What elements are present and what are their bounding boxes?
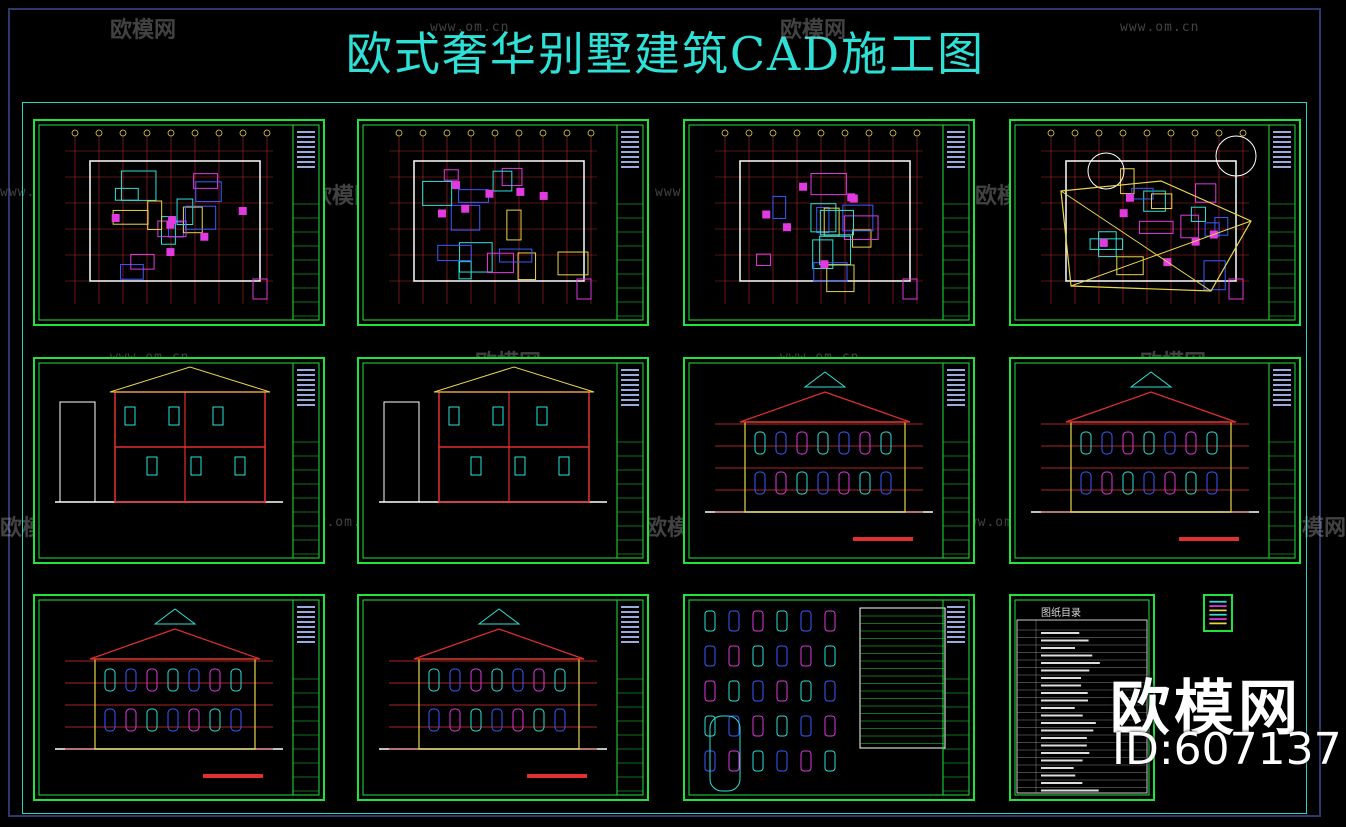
brand-overlay-name: 欧模网	[1110, 674, 1302, 744]
sheet-drawing	[1014, 124, 1296, 321]
sheet-drawing	[362, 124, 644, 321]
sheet-drawing	[362, 599, 644, 796]
sheet-drawing	[38, 124, 320, 321]
sheet-drawing	[1014, 599, 1150, 796]
sheet-drawing	[1014, 362, 1296, 559]
sheet-drawing	[688, 362, 970, 559]
sheet-roof-plan	[1009, 119, 1301, 326]
watermark-url: www.om.cn	[1120, 20, 1200, 35]
sheet-drawing	[38, 362, 320, 559]
sheet-drawing	[688, 124, 970, 321]
watermark-url: www.om.cn	[430, 20, 510, 35]
sheet-floor-plan-3	[683, 119, 975, 326]
brand-overlay-id: ID:607137	[1112, 724, 1342, 775]
drawing-outer-frame	[8, 8, 1321, 817]
sheet-drawing	[38, 599, 320, 796]
sheet-elevation-1	[683, 357, 975, 564]
sheet-drawing-catalog: 图纸目录	[1009, 594, 1155, 801]
sheet-drawing	[688, 599, 970, 796]
sheet-elevation-2	[1009, 357, 1301, 564]
sheet-section-1	[33, 357, 325, 564]
drawing-title: 欧式奢华别墅建筑CAD施工图	[345, 27, 986, 81]
sheet-floor-plan-1	[33, 119, 325, 326]
sheet-small-legend	[1203, 594, 1233, 632]
sheet-elevation-3	[33, 594, 325, 801]
sheet-drawing	[362, 362, 644, 559]
legend-drawing	[1209, 600, 1227, 625]
sheet-section-2	[357, 357, 649, 564]
catalog-heading: 图纸目录	[1041, 608, 1081, 619]
sheet-window-details	[683, 594, 975, 801]
sheet-elevation-4	[357, 594, 649, 801]
drawing-inner-frame	[22, 102, 1307, 814]
sheet-floor-plan-2	[357, 119, 649, 326]
